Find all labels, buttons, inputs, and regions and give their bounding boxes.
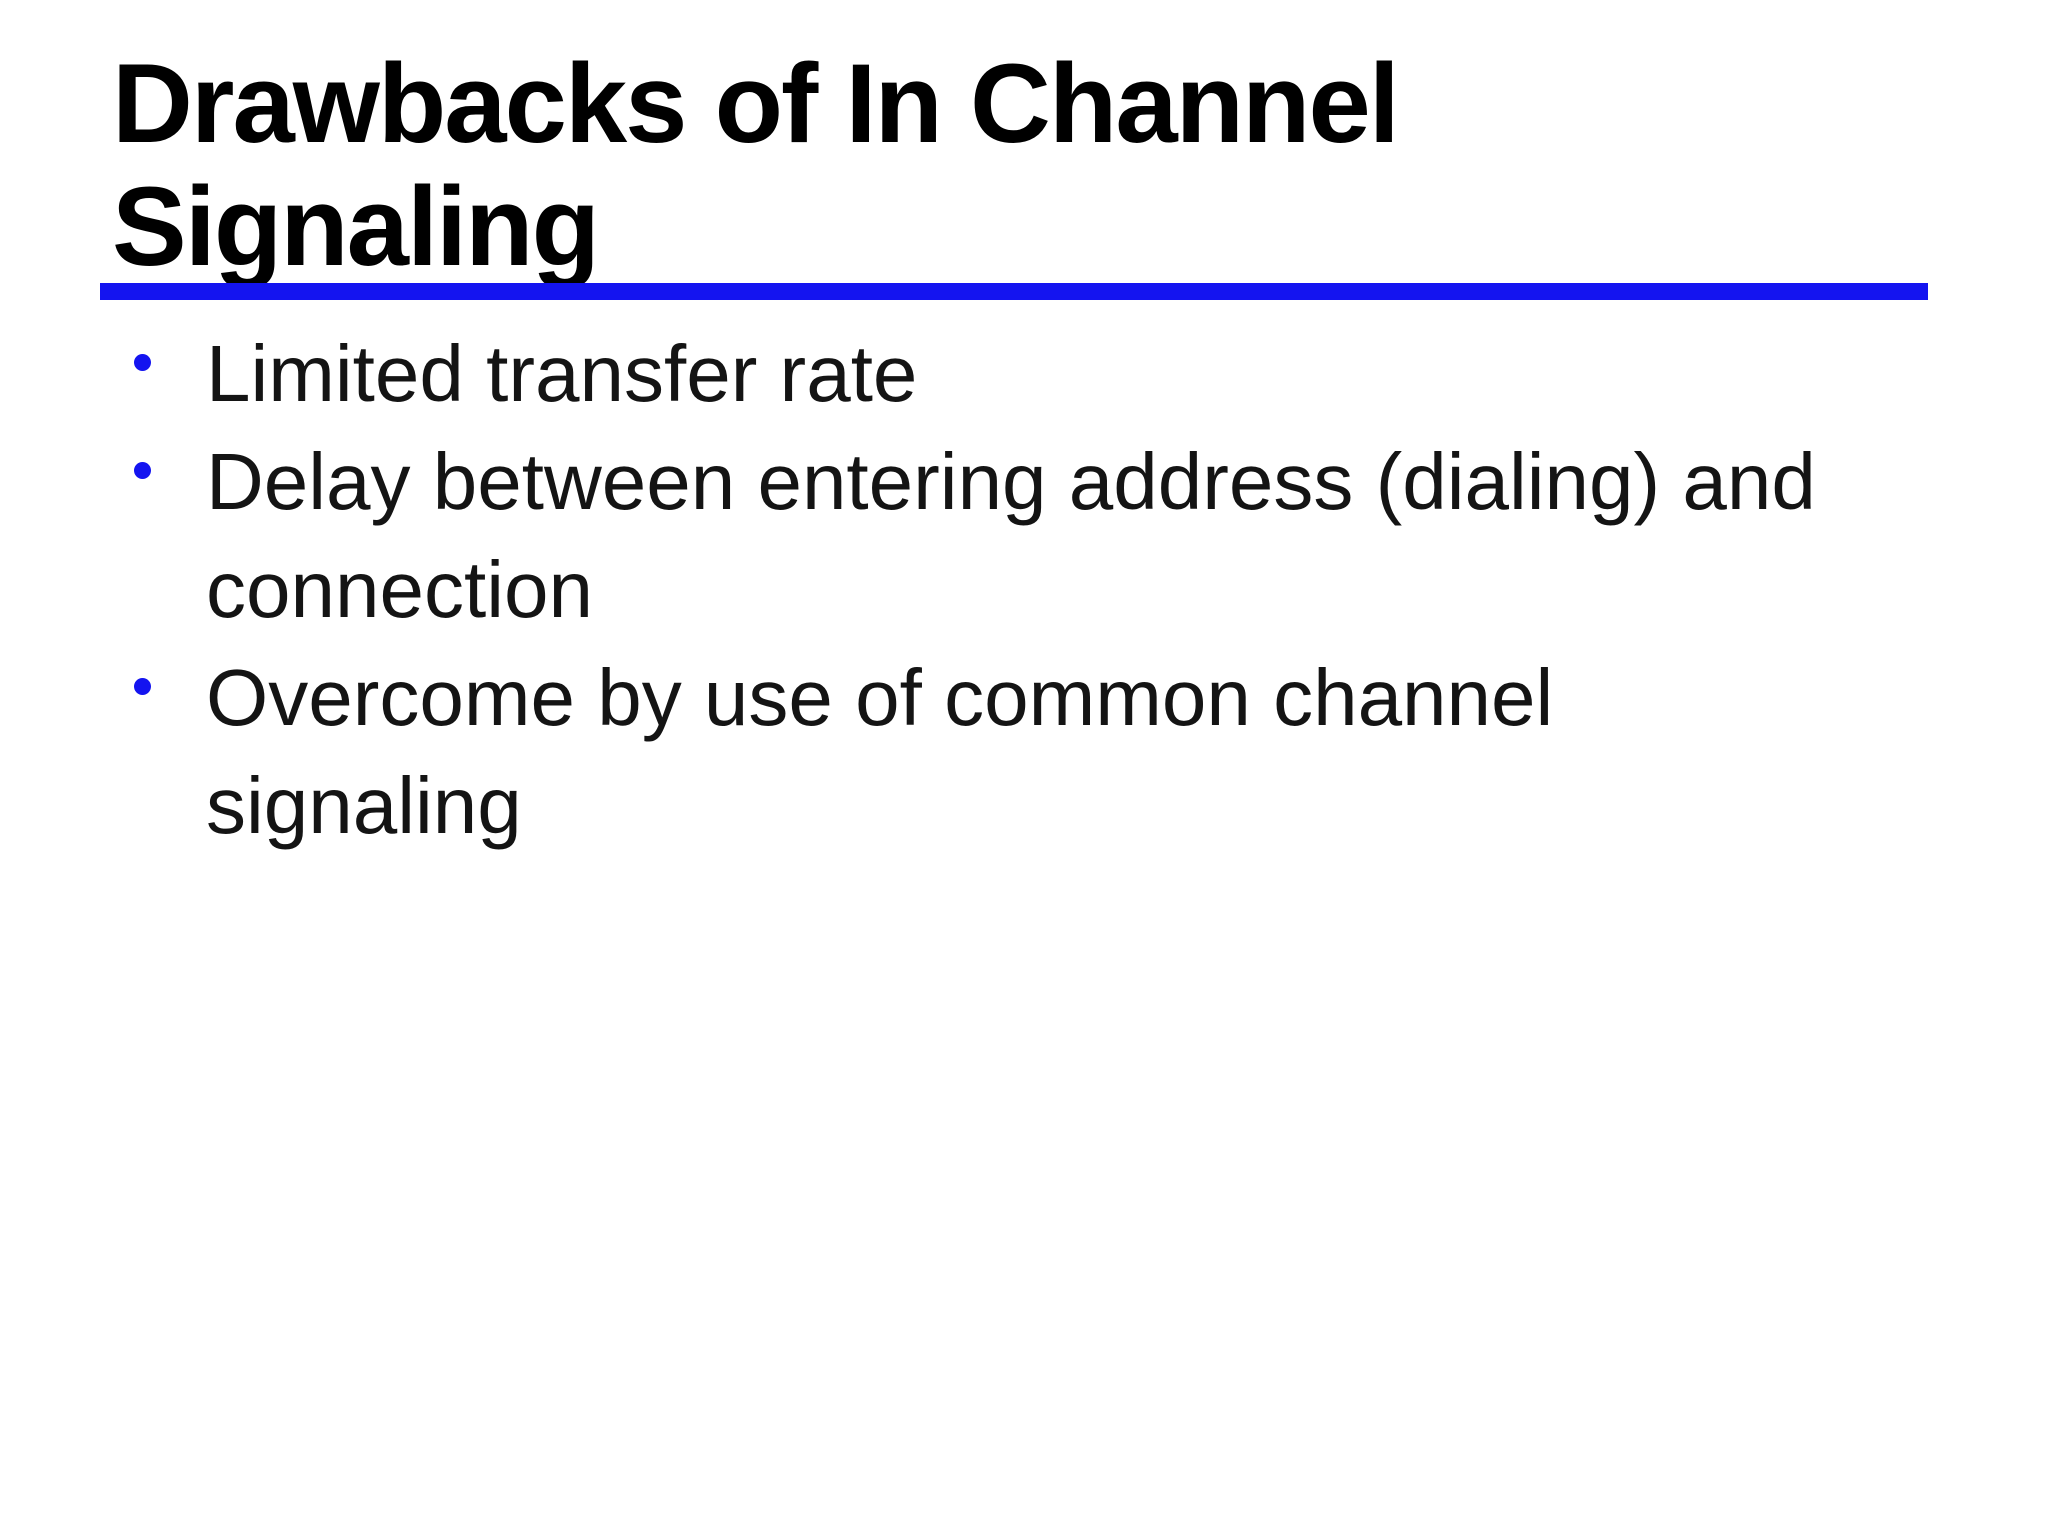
- bullet-item: Overcome by use of common channel signal…: [130, 644, 1851, 860]
- bullet-text: Limited transfer rate: [206, 329, 918, 418]
- bullet-text: Overcome by use of common channel signal…: [206, 653, 1554, 850]
- bullet-item: Delay between entering address (dialing)…: [130, 428, 1851, 644]
- bullet-item: Limited transfer rate: [130, 320, 1851, 428]
- bullet-dot-icon: [134, 354, 151, 371]
- bullet-dot-icon: [134, 678, 151, 695]
- slide-title: Drawbacks of In Channel Signaling: [112, 41, 1400, 289]
- title-underline: [100, 283, 1928, 300]
- bullet-text: Delay between entering address (dialing)…: [206, 437, 1816, 634]
- bullet-dot-icon: [134, 462, 151, 479]
- bullet-list: Limited transfer rate Delay between ente…: [130, 320, 1851, 860]
